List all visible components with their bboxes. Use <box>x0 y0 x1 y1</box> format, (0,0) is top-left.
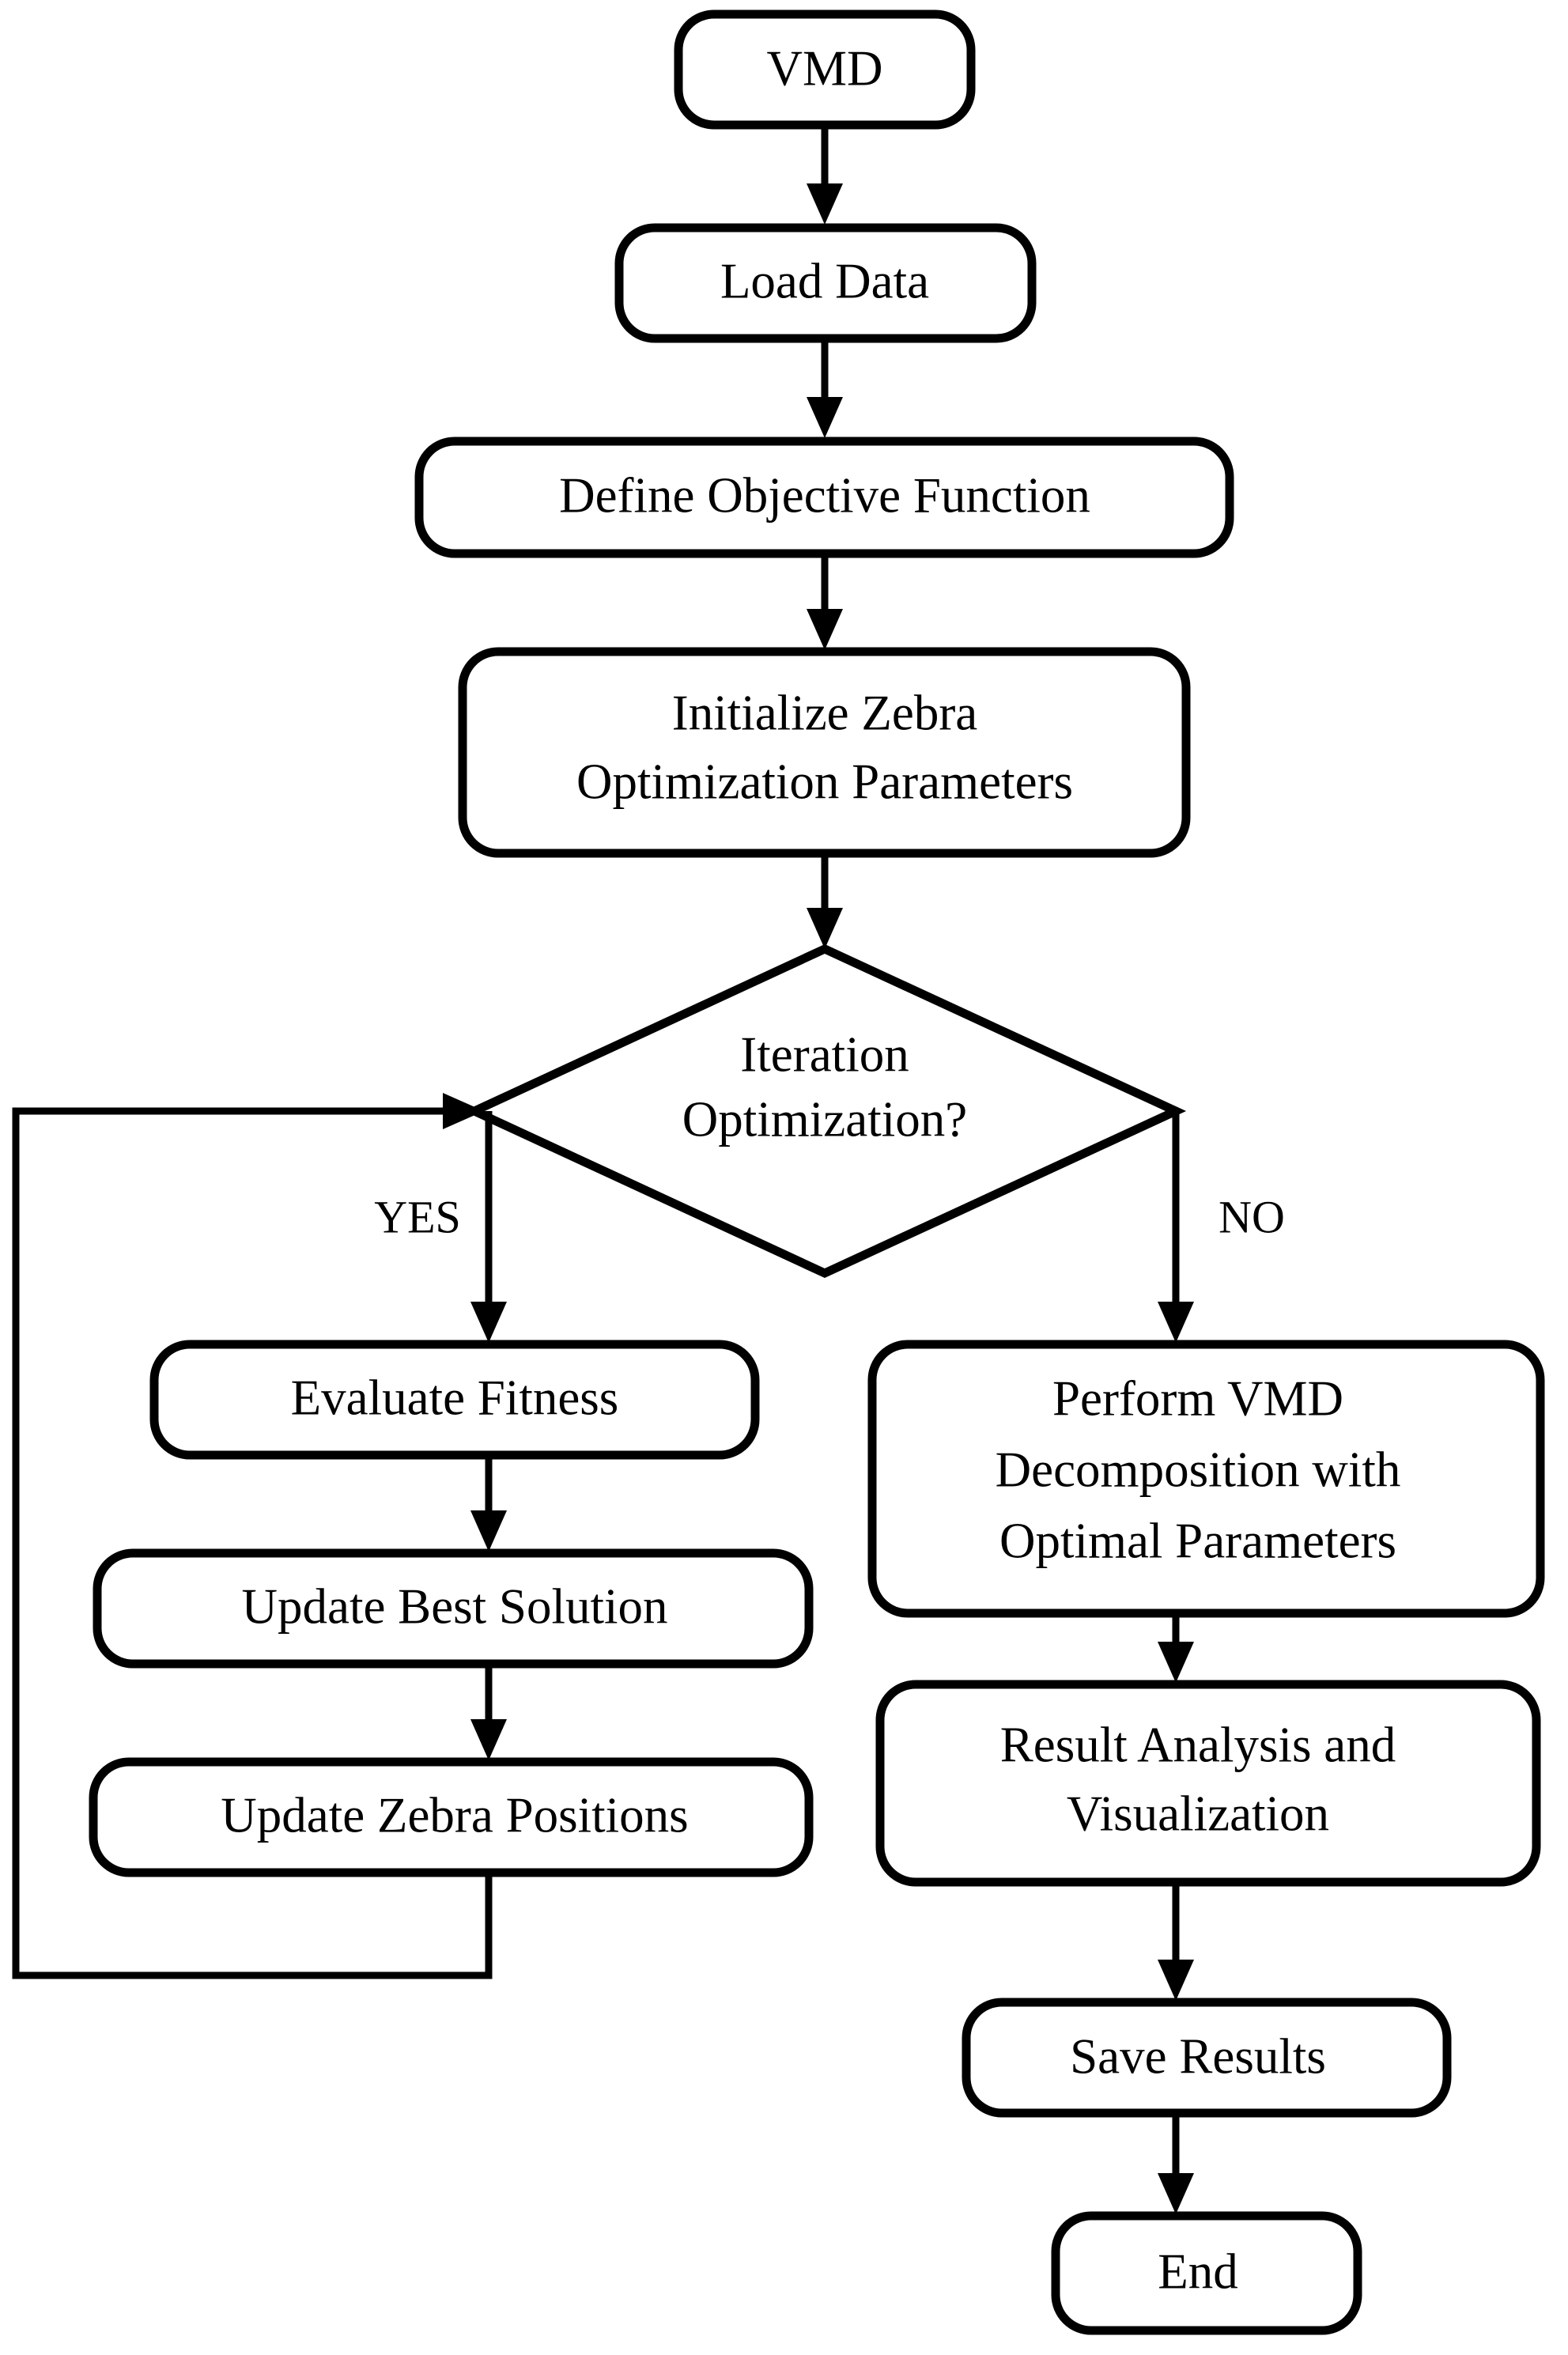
node-result-analysis[interactable]: Result Analysis and Visualization <box>875 1680 1541 1887</box>
node-result-analysis-shape <box>875 1680 1541 1887</box>
node-save-results-shape <box>962 1998 1452 2118</box>
node-initialize-zebra-label-line1: Initialize Zebra <box>672 685 978 740</box>
edge-label-no: NO <box>1219 1191 1285 1242</box>
node-update-zebra-positions-shape <box>89 1757 814 1877</box>
edge-define-to-init <box>807 554 843 650</box>
edge-init-to-decision <box>807 853 843 949</box>
edge-decision-no-to-perform: NO <box>1158 1111 1285 1343</box>
edge-updatebest-to-updatepos <box>470 1664 507 1760</box>
node-decision-iteration[interactable]: Iteration Optimization? <box>463 943 1187 1279</box>
node-update-zebra-positions-label: Update Zebra Positions <box>221 1787 688 1843</box>
edge-evaluate-to-updatebest <box>470 1455 507 1552</box>
node-perform-vmd-shape <box>867 1340 1545 1618</box>
node-decision-label-line2: Optimization? <box>682 1091 967 1147</box>
edge-decision-yes-to-evaluate: YES <box>374 1111 507 1343</box>
node-evaluate-fitness[interactable]: Evaluate Fitness <box>149 1340 760 1460</box>
node-perform-vmd[interactable]: Perform VMD Decomposition with Optimal P… <box>867 1340 1545 1618</box>
node-decision-label-line1: Iteration <box>740 1026 909 1082</box>
edge-result-to-save <box>1158 1882 1194 2001</box>
edge-label-yes: YES <box>374 1191 461 1242</box>
node-initialize-zebra[interactable]: Initialize Zebra Optimization Parameters <box>458 647 1191 858</box>
node-result-analysis-label-line2: Visualization <box>1067 1786 1329 1841</box>
node-update-best-solution-shape <box>93 1548 814 1669</box>
node-load-data-label: Load Data <box>720 253 929 308</box>
node-save-results[interactable]: Save Results <box>962 1998 1452 2118</box>
node-define-objective-label: Define Objective Function <box>559 467 1090 523</box>
edge-save-to-end <box>1158 2113 1194 2214</box>
node-end-shape <box>1051 2211 1362 2335</box>
node-perform-vmd-label-line1: Perform VMD <box>1052 1370 1343 1426</box>
node-end[interactable]: End <box>1051 2211 1362 2335</box>
edge-load-to-define <box>807 338 843 438</box>
node-vmd-label: VMD <box>766 40 882 96</box>
node-update-best-solution-label: Update Best Solution <box>242 1578 668 1634</box>
node-decision-shape <box>463 943 1187 1279</box>
node-end-label: End <box>1158 2243 1237 2299</box>
node-perform-vmd-label-line2: Decomposition with <box>996 1442 1401 1497</box>
edge-loopback-to-decision <box>12 1093 493 1979</box>
node-result-analysis-label-line1: Result Analysis and <box>1000 1717 1396 1772</box>
node-evaluate-fitness-label: Evaluate Fitness <box>291 1370 619 1425</box>
node-perform-vmd-label-line3: Optimal Parameters <box>999 1513 1396 1568</box>
node-update-best-solution[interactable]: Update Best Solution <box>93 1548 814 1669</box>
node-initialize-zebra-shape <box>458 647 1191 858</box>
edge-perform-to-result <box>1158 1613 1194 1683</box>
node-vmd[interactable]: VMD <box>674 9 976 130</box>
node-update-zebra-positions[interactable]: Update Zebra Positions <box>89 1757 814 1877</box>
node-load-data[interactable]: Load Data <box>614 223 1037 343</box>
node-initialize-zebra-label-line2: Optimization Parameters <box>576 754 1073 809</box>
node-evaluate-fitness-shape <box>149 1340 760 1460</box>
edge-vmd-to-load <box>807 125 843 225</box>
node-save-results-label: Save Results <box>1070 2028 1326 2084</box>
node-define-objective[interactable]: Define Objective Function <box>414 437 1234 558</box>
